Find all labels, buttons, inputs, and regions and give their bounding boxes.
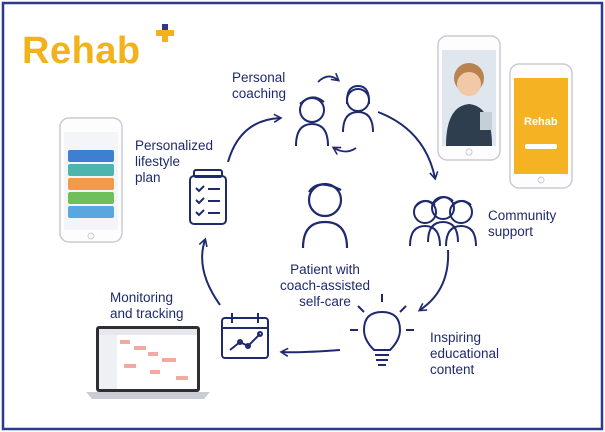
lightbulb-icon (350, 294, 414, 366)
label-personal-coaching: Personal coaching (232, 70, 287, 101)
patient-icon (301, 182, 349, 249)
brand-plus-icon (156, 24, 174, 42)
arrow-community-to-education (417, 249, 450, 312)
video-call-phone-mockup (437, 35, 501, 161)
coaching-exchange-arrows (317, 72, 357, 155)
label-center-patient: Patient with coach-assisted self-care (279, 262, 371, 309)
lifestyle-phone-mockup (59, 117, 123, 243)
label-personalized-lifestyle-plan: Personalized lifestyle plan (135, 138, 214, 185)
rehab-app-phone-mockup (509, 63, 573, 189)
coaching-icon (295, 84, 374, 147)
label-community-support: Community support (488, 208, 557, 239)
community-icon (409, 196, 477, 247)
label-monitoring-and-tracking: Monitoring and tracking (110, 290, 184, 321)
phone-app-brand: Rehab (524, 116, 558, 128)
arrow-education-to-monitoring (279, 347, 341, 357)
brand-logo: Rehab (22, 30, 141, 72)
label-inspiring-educational-content: Inspiring educational content (430, 330, 500, 377)
arrow-coaching-to-community (377, 111, 439, 181)
monitoring-laptop-mockup (86, 326, 210, 399)
cycle-arrows (198, 111, 450, 357)
arrow-monitoring-to-lifestyle (198, 237, 221, 306)
arrow-lifestyle-to-coaching (227, 113, 283, 163)
monitoring-icon (221, 313, 269, 359)
lifestyle-plan-icon (189, 169, 227, 225)
